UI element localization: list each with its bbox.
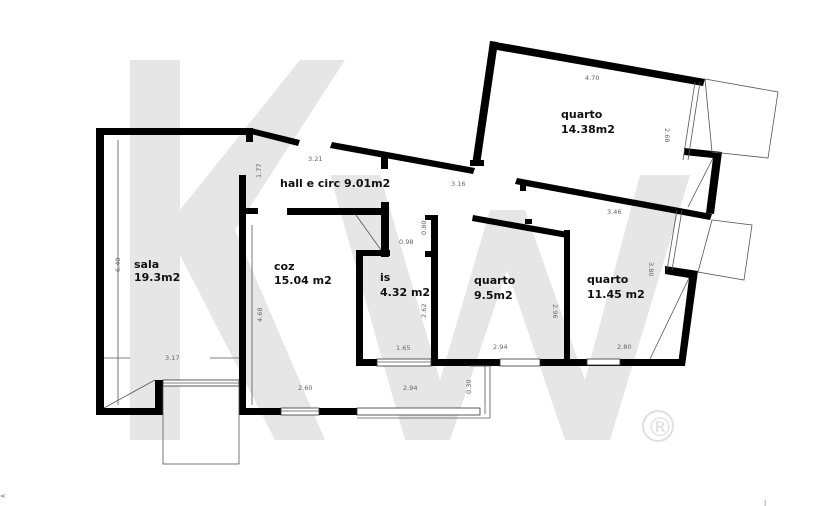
room-quarto3-name: quarto: [561, 108, 603, 121]
room-quarto1-name: quarto: [474, 274, 516, 287]
room-hall-label: hall e circ 9.01m2: [280, 177, 390, 190]
room-labels: sala 19.3m2 hall e circ 9.01m2 coz 15.04…: [134, 108, 645, 302]
walls: [96, 41, 722, 415]
kw-watermark: ®: [130, 60, 690, 443]
corner-mark-right: |: [764, 499, 766, 506]
dim-balcony-small: 0.30: [465, 380, 473, 394]
corner-mark-left: ⋖: [0, 492, 5, 500]
room-coz-area: 15.04 m2: [274, 274, 332, 287]
windows: [103, 78, 779, 465]
dim-hall-width-a: 3.21: [308, 155, 322, 163]
dim-is-door-h: 0.80: [420, 221, 428, 235]
dim-quarto2-top: 3.46: [607, 208, 621, 216]
room-coz-name: coz: [274, 260, 294, 273]
room-quarto1-area: 9.5m2: [474, 289, 513, 302]
dim-sala-width: 3.17: [165, 354, 179, 362]
dim-sala-height: 6.40: [114, 258, 122, 272]
dim-quarto3-height: 2.68: [663, 128, 671, 142]
dim-is-width: 1.65: [396, 344, 410, 352]
dim-is-door: 0.98: [399, 238, 413, 246]
dim-is-height: 2.62: [420, 304, 428, 318]
dim-quarto2-height: 3.80: [647, 262, 655, 276]
registered-mark: ®: [647, 413, 673, 443]
room-quarto2-area: 11.45 m2: [587, 288, 645, 301]
room-quarto3-area: 14.38m2: [561, 123, 615, 136]
dim-coz-width-a: 2.60: [298, 384, 312, 392]
room-is-name: is: [380, 271, 391, 284]
room-is-area: 4.32 m2: [380, 286, 430, 299]
dim-quarto1-height: 2.96: [551, 304, 559, 318]
room-sala-area: 19.3m2: [134, 271, 180, 284]
dim-coz-height: 4.68: [256, 308, 264, 322]
room-sala-name: sala: [134, 258, 159, 271]
dim-quarto3-width: 4.70: [585, 74, 599, 82]
dim-coz-width-b: 2.94: [403, 384, 417, 392]
dim-quarto2-width: 2.80: [617, 343, 631, 351]
dim-hall-height: 1.77: [255, 164, 263, 178]
dimension-labels: 6.40 3.17 1.77 3.21 3.16 4.68 2.60 2.94 …: [114, 74, 671, 394]
dim-quarto1-width: 2.94: [493, 343, 507, 351]
dim-hall-width-b: 3.16: [451, 180, 465, 188]
room-quarto2-name: quarto: [587, 273, 629, 286]
